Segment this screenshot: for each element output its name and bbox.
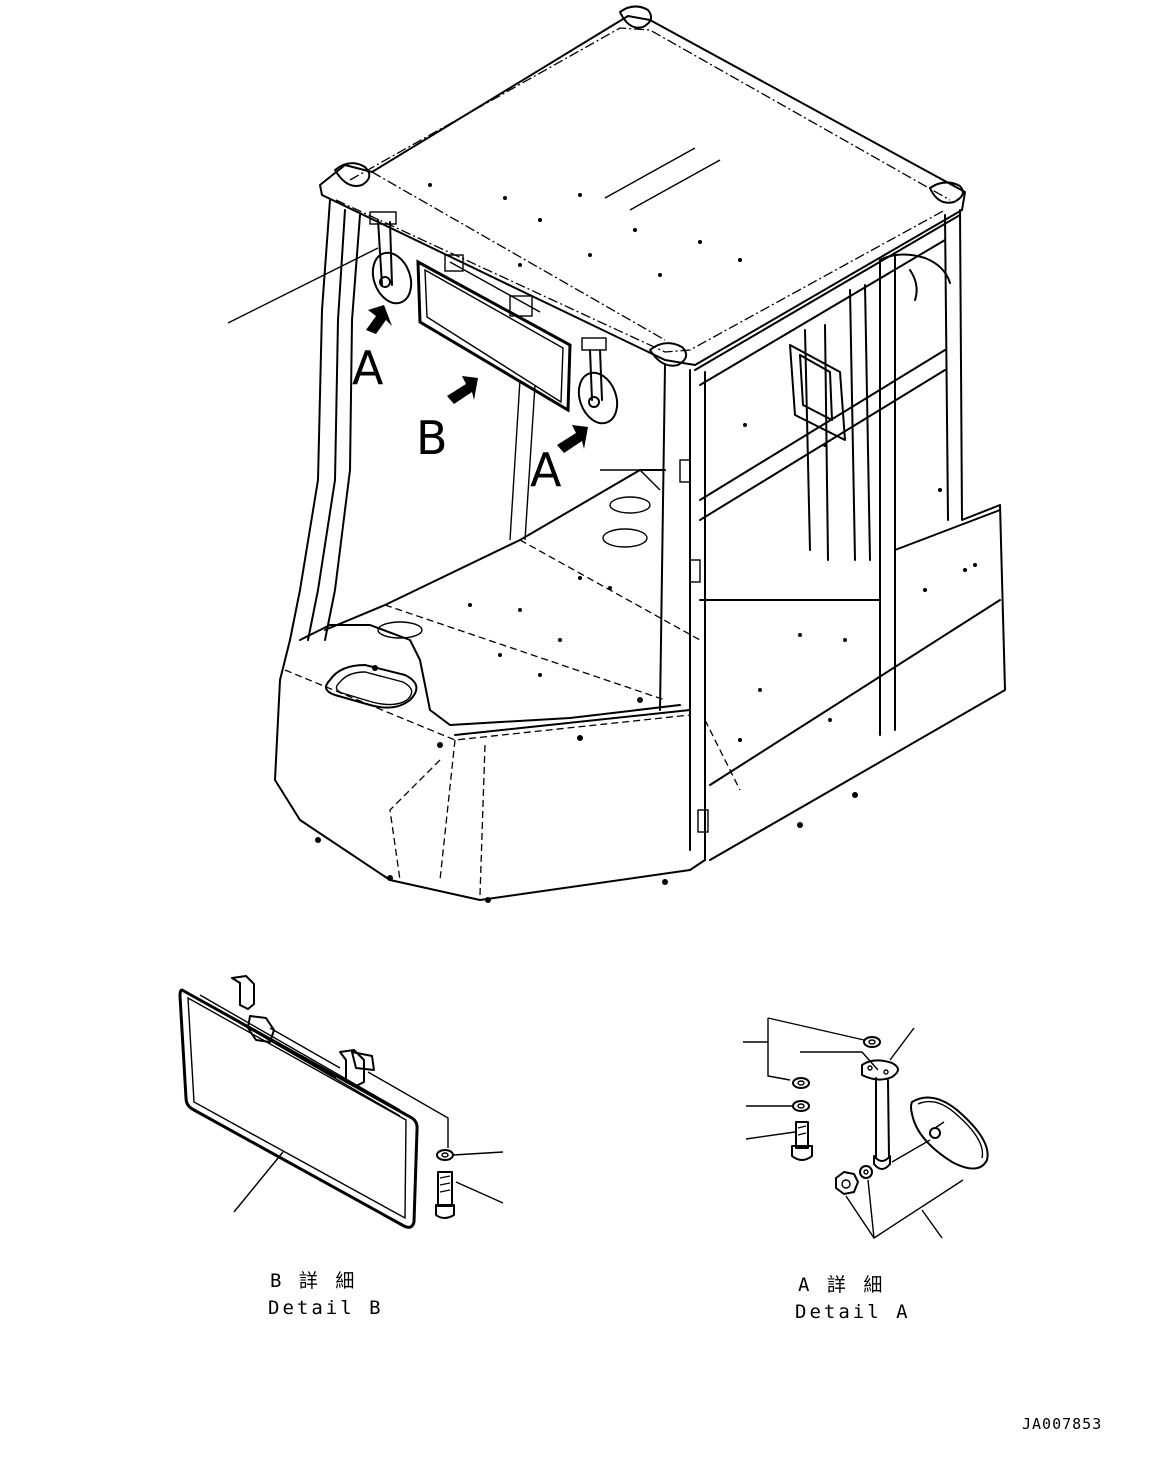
view-label-b: B bbox=[416, 411, 448, 465]
detail-a-caption-en: Detail A bbox=[795, 1301, 911, 1323]
view-label-a-left: A bbox=[352, 341, 384, 395]
installed-parts bbox=[227, 211, 619, 425]
drawing-code: JA007853 bbox=[1022, 1415, 1102, 1433]
detail-b-caption-jp: B 詳 細 bbox=[270, 1270, 357, 1292]
detail-b-caption-en: Detail B bbox=[268, 1297, 384, 1319]
view-label-a-right: A bbox=[530, 443, 562, 497]
cab-roof bbox=[319, 5, 966, 367]
cab-frame bbox=[274, 199, 1006, 903]
arrow-a-left-icon bbox=[366, 305, 392, 334]
arrow-b-icon bbox=[447, 376, 478, 404]
view-arrows bbox=[366, 305, 588, 453]
arrow-a-right-icon bbox=[557, 425, 588, 453]
detail-a-caption-jp: A 詳 細 bbox=[798, 1274, 885, 1296]
detail-a-drawing bbox=[743, 1017, 989, 1239]
detail-b-drawing bbox=[178, 975, 504, 1229]
